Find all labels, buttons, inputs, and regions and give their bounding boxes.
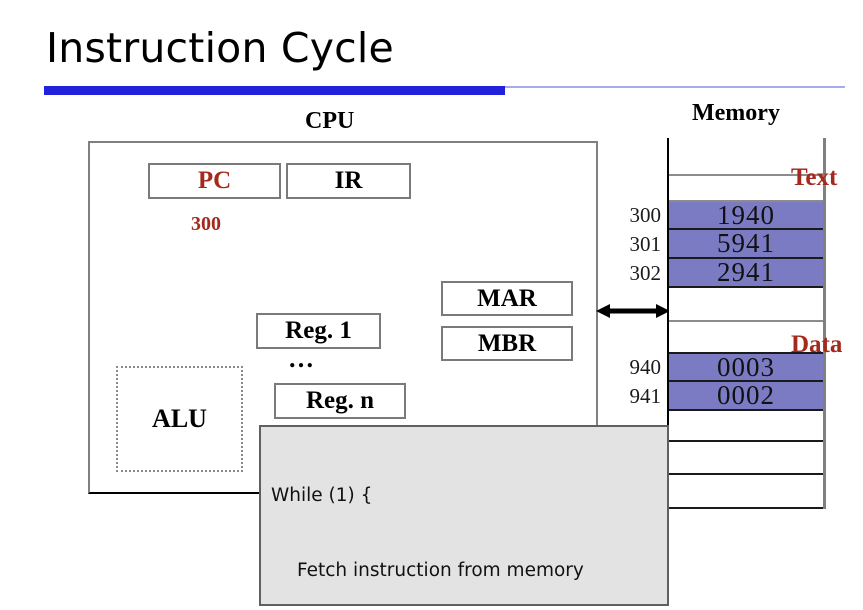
memory-cell: [669, 288, 823, 322]
memory-cell: [669, 322, 823, 354]
memory-tag-data: Data: [791, 331, 843, 358]
memory-address-label: 940: [629, 355, 662, 379]
memory-tag-text: Text: [791, 164, 838, 191]
register-ellipsis: …: [288, 344, 314, 373]
code-line-1: Fetch instruction from memory: [297, 560, 584, 581]
register-mbr[interactable]: MBR: [441, 326, 573, 361]
memory-cell: 5941: [669, 228, 823, 259]
memory-cell: 0002: [669, 380, 823, 411]
memory-cell: [669, 176, 823, 202]
memory-cell: 0003: [669, 352, 823, 382]
instruction-cycle-code-callout: While (1) { Fetch instruction from memor…: [259, 425, 669, 606]
register-ir[interactable]: IR: [286, 163, 411, 199]
register-mar[interactable]: MAR: [441, 281, 573, 316]
memory-address-label: 301: [629, 231, 662, 256]
memory-cell: [669, 475, 823, 509]
register-reg-1[interactable]: Reg. 1: [256, 313, 381, 349]
memory-heading: Memory: [692, 100, 780, 126]
memory-bus-arrow-icon: [596, 304, 670, 318]
alu-box: ALU: [116, 366, 243, 472]
page-title: Instruction Cycle: [46, 24, 394, 72]
code-line-0: While (1) {: [271, 485, 373, 506]
cpu-heading: CPU: [305, 108, 355, 134]
memory-cell: [669, 138, 823, 176]
memory-cell: [669, 442, 823, 475]
memory-address-label: 941: [629, 383, 662, 408]
memory-cell: [669, 411, 823, 442]
memory-cell: 1940: [669, 200, 823, 230]
memory-cell: 2941: [669, 257, 823, 288]
title-rule-thick: [44, 86, 505, 95]
register-reg-n[interactable]: Reg. n: [274, 383, 406, 419]
memory-address-label: 300: [629, 203, 662, 227]
pc-value-label: 300: [191, 213, 221, 235]
register-pc[interactable]: PC: [148, 163, 281, 199]
memory-address-label: 302: [629, 260, 662, 285]
